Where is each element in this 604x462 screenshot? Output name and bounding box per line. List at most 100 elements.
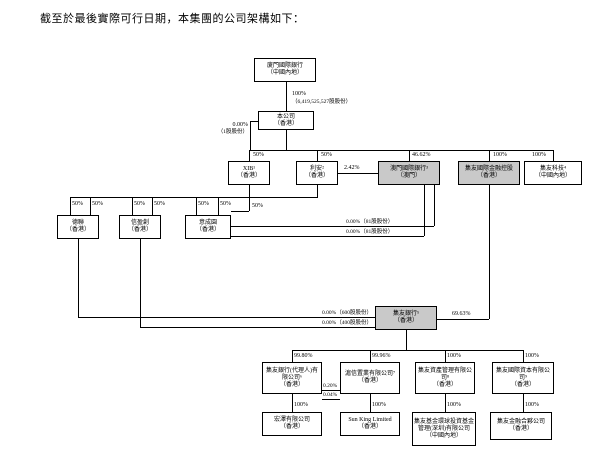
company-name: 德聯 xyxy=(71,220,84,226)
pct-label: 100% xyxy=(525,402,539,408)
connector-line xyxy=(489,185,490,319)
jurisdiction: （香港） xyxy=(65,227,90,233)
connector-line xyxy=(78,239,79,317)
jurisdiction: （香港） xyxy=(279,424,304,430)
pct-label: 100% xyxy=(532,152,546,158)
node-chiyu-tech: 集友科技⁴ （中國內地） xyxy=(524,161,582,185)
connector-line xyxy=(196,197,197,215)
company-name: 集友國際金融控股 xyxy=(464,166,513,172)
connector-line xyxy=(322,390,340,391)
node-chiyu-bank: 集友銀行⁵ （香港） xyxy=(375,306,437,330)
node-sun-king: Sun King Limited （香港） xyxy=(340,412,400,436)
node-nominees: 集友銀行(代理人)有限公司⁶ （香港） xyxy=(262,362,322,394)
pct-label: 0.20% xyxy=(323,383,338,389)
shares-label: 0.00%（400股股份） xyxy=(322,320,372,326)
jurisdiction: （香港） xyxy=(432,381,457,388)
connector-line xyxy=(523,350,524,362)
connector-line xyxy=(317,185,318,197)
shares-label: 0.00%（81股股份） xyxy=(346,219,394,225)
node-intl-capital: 集友國際資本有限公司⁹ （香港） xyxy=(492,362,554,394)
pct-label: 100% xyxy=(525,353,539,359)
connector-line xyxy=(286,82,287,111)
shares-label: （6,419,525,527股股份） xyxy=(292,99,352,105)
pct-label: 100% xyxy=(372,402,386,408)
company-name: 集友國際資本有限公司⁹ xyxy=(495,367,550,381)
pct-label: 50% xyxy=(321,152,332,158)
connector-line xyxy=(292,350,524,351)
node-xib: XIB¹ （香港） xyxy=(228,161,270,185)
company-name: 廈門國際銀行 xyxy=(266,63,303,69)
jurisdiction: （香港） xyxy=(279,381,304,388)
shares-label: 0.00%（600股股份） xyxy=(322,310,372,316)
company-name: XIB¹ xyxy=(242,166,256,172)
pct-label: 100% xyxy=(294,402,308,408)
pct-label: 69.63% xyxy=(452,311,471,317)
connector-line xyxy=(370,350,371,362)
pct-label: 2.42% xyxy=(344,165,360,171)
node-asset-mgmt: 集友資產管理有限公司⁸ （香港） xyxy=(415,362,475,394)
jurisdiction: （香港） xyxy=(236,173,261,179)
jurisdiction: （中國內地） xyxy=(266,70,303,76)
connector-line xyxy=(132,197,133,215)
jurisdiction: （香港） xyxy=(357,378,382,384)
node-top-bank: 廈門國際銀行 （中國內地） xyxy=(254,58,316,82)
page-title: 截至於最後實際可行日期，本集團的公司架構如下： xyxy=(40,13,305,25)
pct-label: 99.80% xyxy=(294,353,313,359)
pct-label: 100% xyxy=(447,402,461,408)
jurisdiction: （香港） xyxy=(304,173,329,179)
pct-label: 50% xyxy=(134,201,145,207)
node-lian: 利安² （香港） xyxy=(296,161,338,185)
company-name: 集友科技⁴ xyxy=(539,166,567,172)
connector-line xyxy=(70,197,71,215)
connector-line xyxy=(409,150,410,161)
shares-label: （1股股份） xyxy=(217,129,248,135)
connector-line xyxy=(338,173,378,174)
node-partnership: 集友金融合夥公司 （香港） xyxy=(490,412,552,440)
connector-line xyxy=(90,197,91,215)
connector-line xyxy=(292,394,293,412)
company-name: 宏澤有限公司 xyxy=(273,417,310,423)
jurisdiction: （香港） xyxy=(127,227,152,233)
connector-line xyxy=(553,150,554,161)
connector-line xyxy=(231,236,424,237)
node-hongze: 宏澤有限公司 （香港） xyxy=(262,412,322,436)
connector-line xyxy=(249,150,250,161)
node-company: 本公司 （香港） xyxy=(258,111,314,130)
jurisdiction: （香港） xyxy=(510,381,535,388)
company-name: 集友金融合夥公司 xyxy=(496,419,545,425)
company-name: 澳門國際銀行³ xyxy=(390,166,428,172)
company-name: Sun King Limited xyxy=(348,417,392,423)
pct-label: 50% xyxy=(92,201,103,207)
connector-line xyxy=(292,350,293,362)
connector-line xyxy=(249,197,250,211)
pct-label: 50% xyxy=(154,201,165,207)
pct-label: 100% xyxy=(493,152,507,158)
pct-label: 50% xyxy=(72,201,83,207)
company-name: 本公司 xyxy=(276,113,295,120)
company-name: 滬信置業有限公司⁷ xyxy=(344,371,396,377)
jurisdiction: （香港） xyxy=(273,120,298,127)
jurisdiction: （香港） xyxy=(476,173,501,179)
node-xinyingchuang: 信盈創 （香港） xyxy=(119,215,161,239)
jurisdiction: （香港） xyxy=(357,424,382,430)
connector-line xyxy=(152,197,153,215)
connector-line xyxy=(489,150,490,161)
connector-line xyxy=(231,211,249,212)
connector-line xyxy=(286,130,287,150)
node-yichengyuan: 意成園 （香港） xyxy=(185,215,231,239)
pct-label: 0.00% xyxy=(232,122,249,128)
connector-line xyxy=(317,150,318,161)
connector-line xyxy=(250,121,258,122)
pct-label: 50% xyxy=(220,201,231,207)
jurisdiction: （香港） xyxy=(508,426,533,432)
jurisdiction: （中國內地） xyxy=(534,173,571,179)
node-fund-mgmt: 集友基金環球投資基金管理(深圳)有限公司 （中國內地） xyxy=(412,412,476,446)
company-name: 集友資產管理有限公司⁸ xyxy=(417,367,472,381)
connector-line xyxy=(322,399,340,400)
connector-line xyxy=(231,226,434,227)
connector-line xyxy=(437,319,489,320)
pct-label: 99.96% xyxy=(372,353,391,359)
pct-label: 46.62% xyxy=(412,152,431,158)
connector-line xyxy=(445,350,446,362)
